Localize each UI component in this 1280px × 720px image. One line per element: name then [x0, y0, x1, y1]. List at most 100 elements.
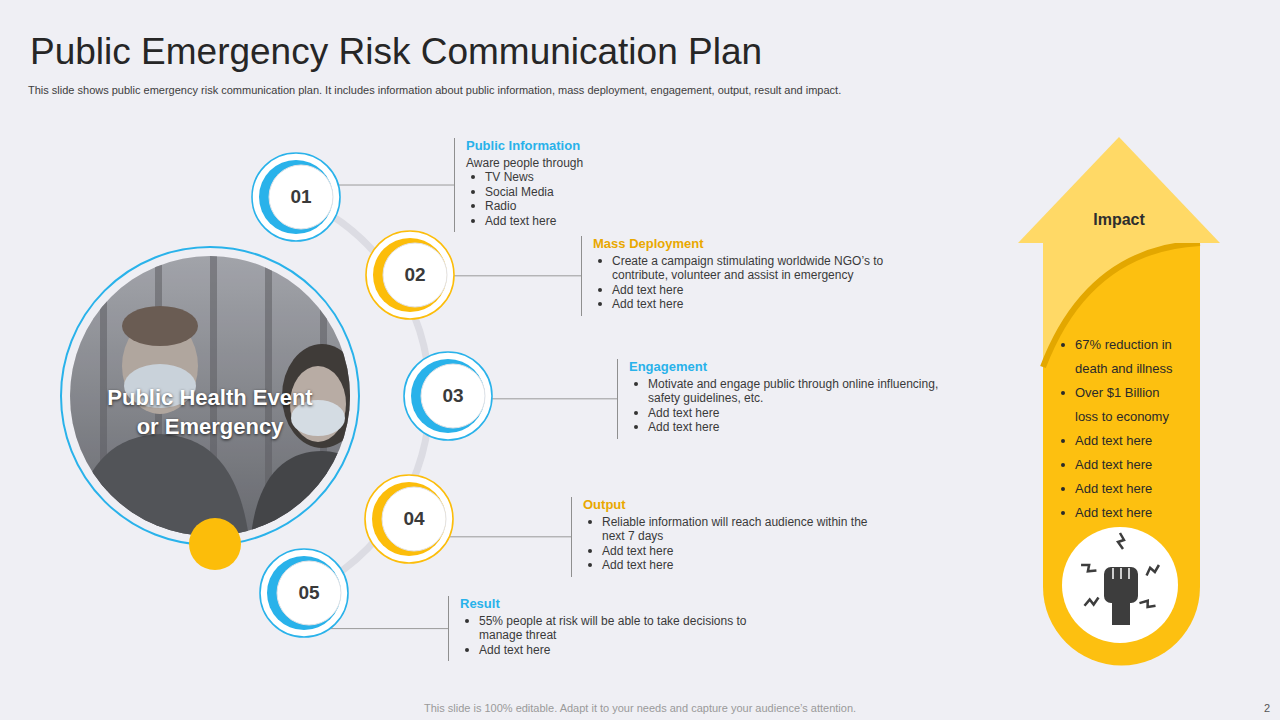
section-heading: Output: [583, 497, 876, 513]
bullet-item: Add text here: [1058, 477, 1179, 501]
bullet-dot: [471, 175, 475, 179]
bullet-dot: [634, 425, 638, 429]
impact-text: Add text here: [1075, 457, 1152, 472]
bullet-item: Add text here: [583, 544, 876, 558]
bullet-item: Reliable information will reach audience…: [583, 515, 876, 544]
bullet-text: 55% people at risk will be able to take …: [479, 614, 747, 642]
bullet-item: 67% reduction in death and illness: [1058, 333, 1179, 381]
bullet-item: Over $1 Billion loss to economy: [1058, 381, 1179, 429]
icon-circle: [1062, 527, 1178, 643]
leader-line: [338, 185, 454, 186]
leader-line: [330, 628, 448, 629]
impact-text: Over $1 Billion loss to economy: [1075, 385, 1169, 424]
bullet-item: Add text here: [460, 643, 758, 657]
bullet-dot: [598, 302, 602, 306]
step-circle: 02: [365, 230, 455, 320]
bullet-item: Aware people through: [466, 156, 654, 170]
bullet-item: Add text here: [593, 283, 901, 297]
step-circle: 04: [364, 474, 454, 564]
step-circle: 01: [251, 152, 341, 242]
bullet-item: Add text here: [629, 420, 947, 434]
step-number: 03: [442, 385, 463, 407]
bullet-text: Add text here: [612, 283, 683, 297]
bullet-item: Radio: [466, 199, 654, 213]
slide-title: Public Emergency Risk Communication Plan: [30, 30, 762, 74]
bullet-item: TV News: [466, 170, 654, 184]
fist-icon: [1080, 533, 1161, 625]
bullet-dot: [471, 190, 475, 194]
bullet-text: Motivate and engage public through onlin…: [648, 377, 938, 405]
accent-dot: [189, 518, 241, 570]
hero-label: Public Health Event or Emergency: [98, 383, 323, 441]
page-number: 2: [1240, 701, 1270, 715]
section-heading: Mass Deployment: [593, 236, 901, 252]
bullet-dot: [598, 259, 602, 263]
bullet-dot: [465, 648, 469, 652]
bullet-item: Add text here: [629, 406, 947, 420]
impact-text: Add text here: [1075, 481, 1152, 496]
bullet-dot: [471, 219, 475, 223]
bullet-dot: [1061, 391, 1065, 395]
bullet-item: Add text here: [593, 297, 901, 311]
step-circle: 03: [403, 351, 493, 441]
bullet-item: Social Media: [466, 185, 654, 199]
impact-heading: Impact: [1018, 210, 1220, 230]
bullet-dot: [1061, 463, 1065, 467]
bullet-dot: [588, 520, 592, 524]
bullet-item: Add text here: [1058, 429, 1179, 453]
bullet-text: Aware people through: [466, 156, 583, 170]
impact-arrow: Impact 67% reduction in death and illness…: [1018, 137, 1220, 665]
bullet-dot: [1061, 511, 1065, 515]
bullet-item: Motivate and engage public through onlin…: [629, 377, 947, 406]
impact-text: Add text here: [1075, 505, 1152, 520]
footer-note: This slide is 100% editable. Adapt it to…: [0, 701, 1280, 715]
bullet-item: Add text here: [1058, 453, 1179, 477]
bullet-item: Create a campaign stimulating worldwide …: [593, 254, 901, 283]
impact-text: Add text here: [1075, 433, 1152, 448]
photo: [60, 246, 390, 546]
bullet-text: Reliable information will reach audience…: [602, 515, 867, 543]
step-number: 04: [403, 508, 424, 530]
section-heading: Engagement: [629, 359, 947, 375]
bullet-text: Add text here: [485, 214, 556, 228]
bullet-dot: [1061, 487, 1065, 491]
bullet-dot: [588, 563, 592, 567]
step-text-block: Public InformationAware people throughTV…: [454, 138, 654, 232]
section-heading: Public Information: [466, 138, 654, 154]
bullet-dot: [598, 288, 602, 292]
section-heading: Result: [460, 596, 758, 612]
bullet-item: Add text here: [583, 558, 876, 572]
bullet-dot: [1061, 343, 1065, 347]
step-number: 01: [290, 186, 311, 208]
bullet-text: Create a campaign stimulating worldwide …: [612, 254, 883, 282]
slide-subtitle: This slide shows public emergency risk c…: [28, 83, 841, 97]
bullet-text: Add text here: [648, 406, 719, 420]
step-text-block: Result 55% people at risk will be able to…: [448, 596, 758, 661]
bullet-dot: [634, 411, 638, 415]
bullet-item: Add text here: [1058, 501, 1179, 525]
step-number: 05: [298, 582, 319, 604]
step-number: 02: [404, 264, 425, 286]
impact-list: 67% reduction in death and illnessOver $…: [1058, 333, 1179, 525]
bullet-text: Add text here: [602, 558, 673, 572]
bullet-text: Add text here: [648, 420, 719, 434]
step-circle: 05: [259, 548, 349, 638]
bullet-item: Add text here: [466, 214, 654, 228]
bullet-text: Social Media: [485, 185, 554, 199]
bullet-item: 55% people at risk will be able to take …: [460, 614, 758, 643]
step-text-block: OutputReliable information will reach au…: [571, 497, 876, 577]
impact-text: 67% reduction in death and illness: [1075, 337, 1173, 376]
bullet-text: Add text here: [602, 544, 673, 558]
bullet-text: Radio: [485, 199, 516, 213]
bullet-dot: [1061, 439, 1065, 443]
leader-line: [449, 536, 571, 537]
bullet-dot: [634, 382, 638, 386]
leader-line: [492, 398, 617, 399]
hero-circle: Public Health Event or Emergency: [60, 246, 360, 546]
bullet-text: Add text here: [479, 643, 550, 657]
bullet-dot: [471, 204, 475, 208]
step-text-block: EngagementMotivate and engage public thr…: [617, 359, 947, 439]
hero-ring: [61, 247, 359, 545]
bullet-text: Add text here: [612, 297, 683, 311]
